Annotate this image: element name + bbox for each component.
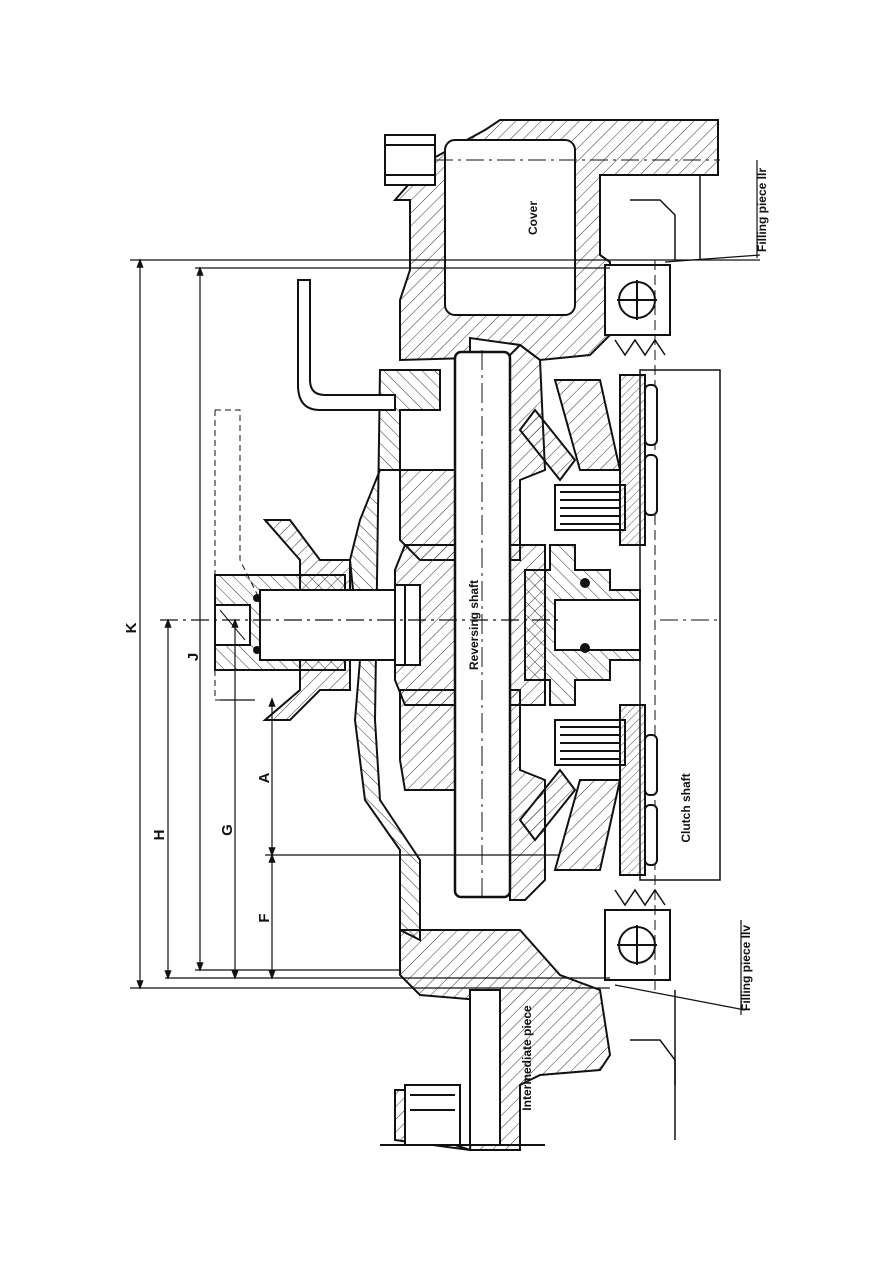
dimension-h: H: [151, 830, 168, 841]
label-reversing-shaft: Reversing shaft: [467, 580, 481, 670]
dimension-j: J: [185, 653, 202, 661]
dimension-g: G: [219, 824, 236, 836]
main-housing-left: [348, 369, 441, 942]
dimension-f: F: [256, 913, 273, 922]
label-filling-piece-v: Filling piece IIv: [739, 925, 753, 1011]
clutch-plates-upper: [518, 374, 658, 546]
dimension-a: A: [256, 772, 273, 783]
label-cover: Cover: [526, 201, 540, 235]
bolt-top: [384, 134, 436, 186]
clutch-plates-lower: [518, 704, 658, 876]
label-intermediate-piece: Intermediate piece: [520, 1005, 534, 1111]
label-filling-piece-r: Filling piece IIr: [755, 168, 769, 252]
dimension-k: K: [123, 622, 140, 633]
oil-pipe: [297, 279, 396, 411]
cover-chamber: [444, 139, 576, 316]
centre-bolt: [259, 589, 421, 661]
label-clutch-shaft: Clutch shaft: [679, 773, 693, 842]
